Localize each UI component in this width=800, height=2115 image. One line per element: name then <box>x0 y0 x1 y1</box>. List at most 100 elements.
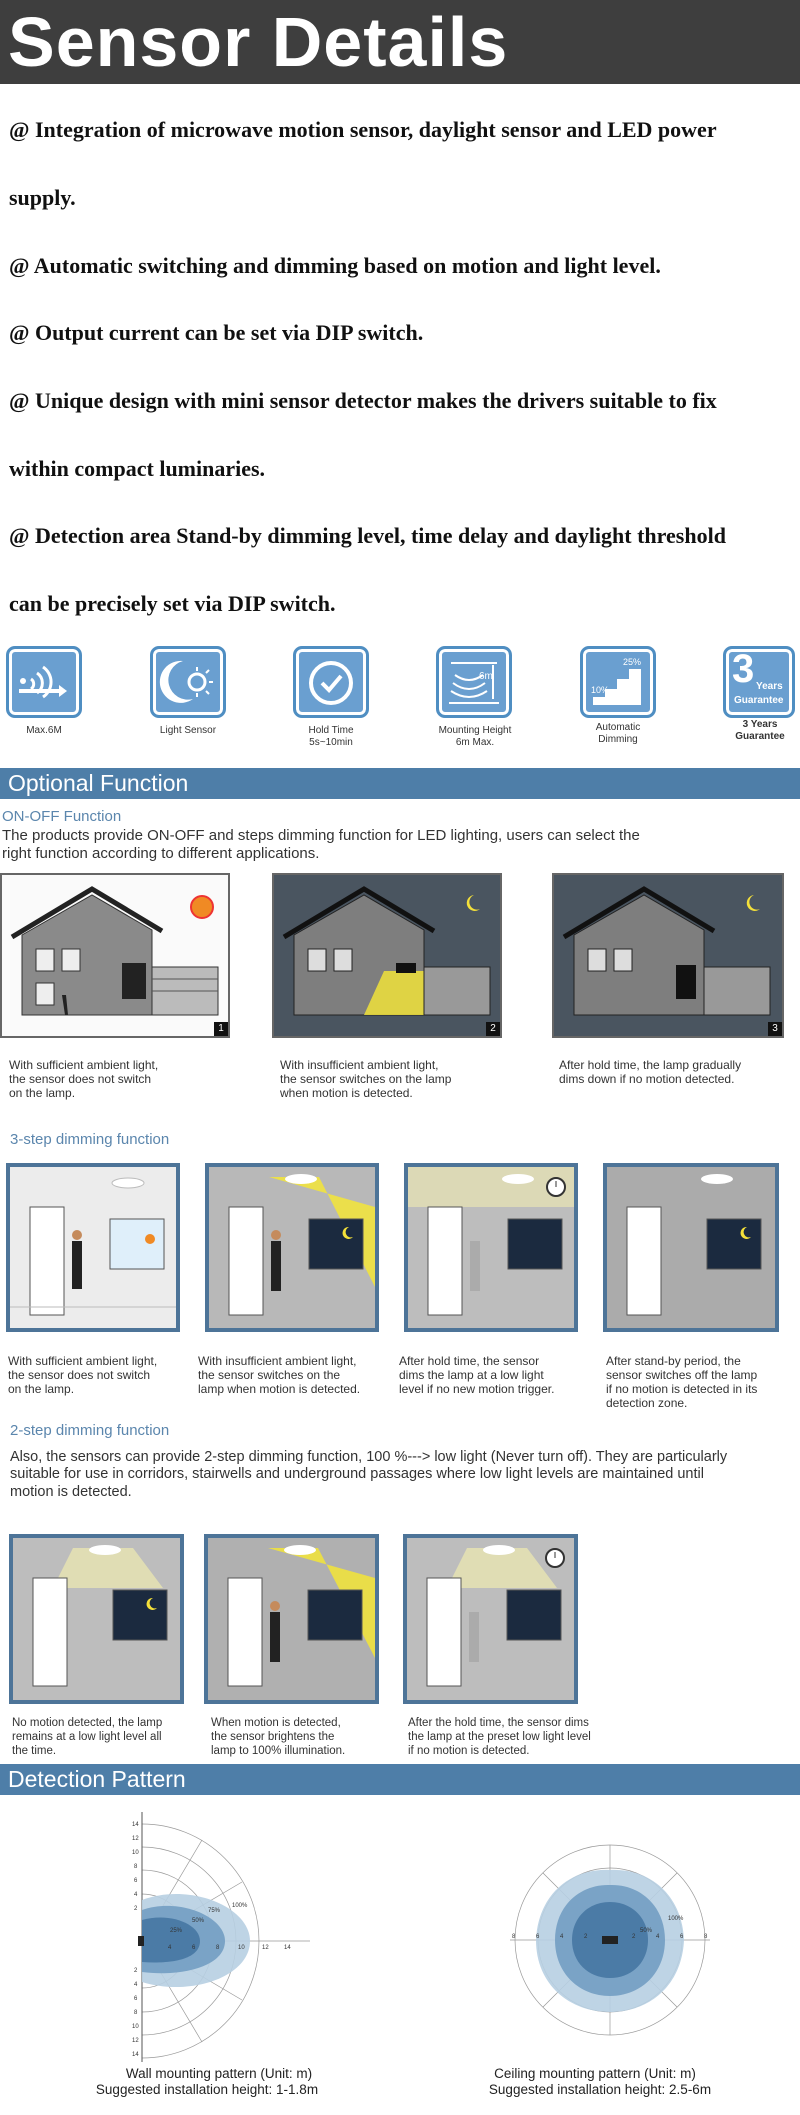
two-step-title: 2-step dimming function <box>10 1422 170 1439</box>
svg-text:10: 10 <box>238 1945 245 1951</box>
motion-wave-icon <box>6 646 82 718</box>
ceiling-pattern-diagram: 8 6 4 2 2 4 6 8 100% 50% <box>510 1844 710 2036</box>
section-heading: Detection Pattern <box>8 1766 186 1792</box>
title-bar <box>0 0 800 84</box>
picture-number: 2 <box>486 1022 500 1036</box>
onoff-title: ON-OFF Function <box>2 808 122 825</box>
room-picture <box>404 1163 578 1332</box>
section-band <box>0 768 800 799</box>
svg-text:2: 2 <box>134 1968 138 1974</box>
house-picture-night-on <box>272 873 502 1038</box>
room-picture <box>603 1163 779 1332</box>
icon-label: Hold Time <box>308 725 354 736</box>
section-band <box>0 1764 800 1795</box>
icon-label-2: 5s~10min <box>309 737 353 748</box>
svg-text:50%: 50% <box>640 1928 653 1934</box>
feature-line: supply. <box>9 185 76 210</box>
onoff-desc: right function according to different ap… <box>2 845 320 862</box>
svg-text:6: 6 <box>680 1934 684 1940</box>
mounting-height-icon: 6m <box>436 646 512 718</box>
icon-label-2: 6m Max. <box>455 737 495 748</box>
room-picture <box>9 1534 184 1704</box>
icon-label: 3 Years <box>742 719 778 730</box>
icon-label-2: Dimming <box>598 734 638 745</box>
svg-text:8: 8 <box>512 1934 516 1940</box>
svg-text:4: 4 <box>656 1934 660 1940</box>
feature-line: @ Detection area Stand-by dimming level,… <box>9 523 726 548</box>
picture-number: 3 <box>768 1022 782 1036</box>
feature-line: @ Automatic switching and dimming based … <box>9 253 661 278</box>
guarantee-word: Guarantee <box>734 695 784 706</box>
guarantee-icon: 3 Years Guarantee <box>723 646 795 718</box>
wall-pattern-caption: Suggested installation height: 1-1.8m <box>95 2082 319 2097</box>
svg-text:10: 10 <box>132 1850 139 1856</box>
svg-text:12: 12 <box>262 1945 269 1951</box>
svg-text:8: 8 <box>216 1945 220 1951</box>
house-caption: With insufficient ambient light,the sens… <box>280 1058 452 1100</box>
svg-text:6: 6 <box>192 1945 196 1951</box>
two-step-desc: suitable for use in corridors, stairwell… <box>10 1466 704 1482</box>
svg-text:4: 4 <box>560 1934 564 1940</box>
room-picture <box>204 1534 379 1704</box>
feature-line: within compact luminaries. <box>9 456 266 481</box>
svg-text:10: 10 <box>132 2024 139 2030</box>
two-step-desc: Also, the sensors can provide 2-step dim… <box>10 1449 728 1465</box>
two-step-caption: When motion is detected,the sensor brigh… <box>211 1717 346 1757</box>
svg-text:2: 2 <box>632 1934 636 1940</box>
house-picture-day <box>0 873 230 1038</box>
feature-line: can be precisely set via DIP switch. <box>9 591 336 616</box>
room-picture <box>6 1163 180 1332</box>
clock-check-icon <box>293 646 369 718</box>
three-step-title: 3-step dimming function <box>10 1131 170 1148</box>
three-step-caption: With insufficient ambient light,the sens… <box>198 1354 361 1396</box>
svg-text:2: 2 <box>134 1906 138 1912</box>
guarantee-years: Years <box>756 681 783 692</box>
stairs-dimming-icon: 25% 10% <box>580 646 656 718</box>
svg-text:6: 6 <box>134 1996 138 2002</box>
svg-text:14: 14 <box>284 1945 291 1951</box>
wall-pattern-caption: Wall mounting pattern (Unit: m) <box>125 2066 313 2081</box>
picture-number: 1 <box>214 1022 228 1036</box>
feature-line: @ Integration of microwave motion sensor… <box>9 117 717 142</box>
section-heading: Optional Function <box>8 770 189 796</box>
svg-text:8: 8 <box>134 2010 138 2016</box>
icon-label: Mounting Height <box>438 725 512 736</box>
svg-text:100%: 100% <box>668 1916 684 1922</box>
svg-text:4: 4 <box>168 1945 172 1951</box>
svg-text:2: 2 <box>584 1934 588 1940</box>
icon-label-2: Guarantee <box>735 731 785 742</box>
icon-label: Automatic <box>595 722 641 733</box>
room-picture <box>205 1163 379 1332</box>
svg-text:75%: 75% <box>208 1908 221 1914</box>
svg-text:25%: 25% <box>170 1928 183 1934</box>
svg-text:25%: 25% <box>623 657 641 667</box>
guarantee-number: 3 <box>732 647 755 691</box>
svg-text:6: 6 <box>536 1934 540 1940</box>
house-picture-night-dim <box>552 873 784 1038</box>
feature-line: @ Output current can be set via DIP swit… <box>9 320 424 345</box>
light-sensor-icon <box>150 646 226 718</box>
two-step-desc: motion is detected. <box>10 1484 132 1500</box>
svg-text:8: 8 <box>704 1934 708 1940</box>
svg-text:4: 4 <box>134 1892 138 1898</box>
svg-text:6: 6 <box>134 1878 138 1884</box>
ceiling-pattern-caption: Ceiling mounting pattern (Unit: m) <box>494 2066 696 2081</box>
svg-text:12: 12 <box>132 2038 139 2044</box>
onoff-desc: The products provide ON-OFF and steps di… <box>2 827 640 844</box>
svg-text:14: 14 <box>132 1822 139 1828</box>
icon-label: Light Sensor <box>159 725 217 736</box>
feature-line: @ Unique design with mini sensor detecto… <box>9 388 717 413</box>
svg-text:14: 14 <box>132 2052 139 2058</box>
svg-text:8: 8 <box>134 1864 138 1870</box>
house-caption: With sufficient ambient light,the sensor… <box>9 1058 159 1100</box>
room-picture <box>403 1534 578 1704</box>
ceiling-pattern-caption: Suggested installation height: 2.5-6m <box>488 2082 712 2097</box>
svg-text:10%: 10% <box>591 685 609 695</box>
svg-text:50%: 50% <box>192 1918 205 1924</box>
